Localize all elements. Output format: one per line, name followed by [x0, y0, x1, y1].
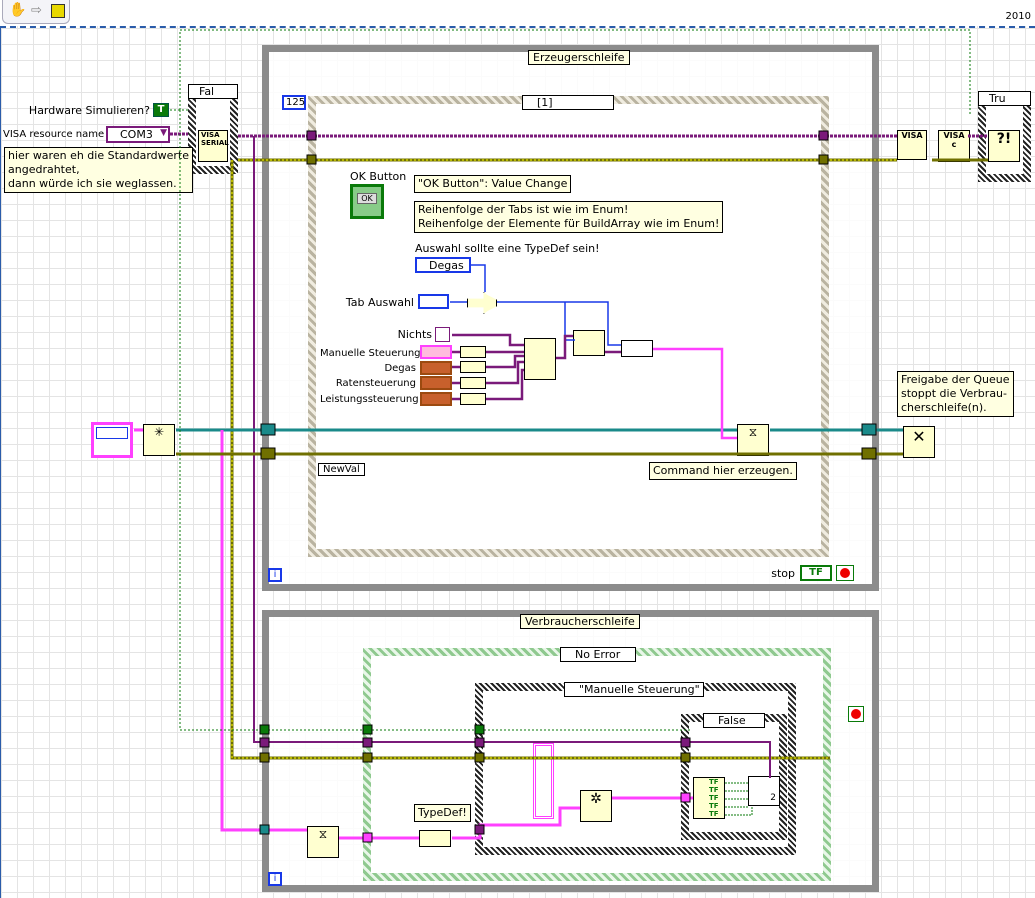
manuelle-label: Manuelle Steuerung: [320, 348, 421, 359]
leistung-terminal[interactable]: [420, 392, 452, 406]
tf: TF: [709, 802, 719, 810]
typedef-hint: Auswahl sollte eine TypeDef sein!: [415, 242, 600, 255]
stop-button-terminal[interactable]: TF: [800, 565, 832, 581]
error-dialog-node[interactable]: ?!: [988, 130, 1020, 162]
to-variant-node-4[interactable]: [460, 393, 486, 405]
toolbar-tab: ✋ ⇨: [2, 0, 70, 24]
degas-terminal[interactable]: [420, 361, 452, 375]
unbundle-node[interactable]: [419, 830, 451, 847]
comment-freigabe: Freigabe der Queue stoppt die Verbrau- c…: [897, 371, 1014, 417]
init-case-selector[interactable]: Fal: [188, 84, 238, 99]
toolbar: ✋ ⇨ 2010: [0, 0, 1035, 26]
nichts-terminal[interactable]: [435, 327, 450, 342]
producer-loop-label: Erzeugerschleife: [528, 50, 630, 65]
visa-configure-node[interactable]: VISA c: [938, 130, 970, 162]
close-case-selector[interactable]: Tru: [978, 91, 1031, 106]
comment-standardwerte: hier waren eh die Standardwerte angedrah…: [4, 147, 194, 193]
nichts-label: Nichts: [397, 328, 432, 341]
timeout-constant[interactable]: 125: [282, 95, 306, 110]
build-array-node[interactable]: [524, 338, 556, 380]
tf: TF: [709, 794, 719, 802]
hardware-simulieren-constant[interactable]: T: [153, 103, 169, 117]
event-structure[interactable]: [308, 96, 829, 557]
visa-close-node[interactable]: VISA: [897, 130, 927, 160]
hardware-simulieren-label: Hardware Simulieren?: [28, 104, 150, 117]
comment-command: Command hier erzeugen.: [649, 462, 797, 480]
stop-label: stop: [771, 567, 795, 580]
raten-label: Ratensteuerung: [335, 378, 416, 389]
obtain-queue-node[interactable]: ✳: [143, 424, 175, 456]
command-case-selector[interactable]: "Manuelle Steuerung": [564, 682, 704, 697]
leistung-label: Leistungssteuerung: [320, 394, 419, 405]
comment-typedef: TypeDef!: [414, 804, 471, 822]
version-label: 2010: [1005, 11, 1031, 22]
ok-button-face: OK: [357, 193, 377, 204]
arrow-icon[interactable]: ⇨: [31, 3, 42, 18]
device-vi-node[interactable]: 2: [748, 776, 780, 806]
manuelle-terminal[interactable]: [420, 345, 452, 359]
release-queue-node[interactable]: ✕: [903, 426, 935, 458]
ok-button-label: OK Button: [350, 170, 407, 183]
degas-label: Degas: [384, 363, 416, 374]
tab-auswahl-terminal[interactable]: [418, 294, 449, 309]
index-array-node[interactable]: [573, 330, 605, 356]
consumer-loop-label: Verbraucherschleife: [520, 614, 640, 629]
visa-resource-value: COM3: [120, 128, 153, 141]
auswahl-enum-value: Degas: [429, 259, 464, 272]
cluster-enum: [96, 427, 128, 439]
tab-auswahl-label: Tab Auswahl: [345, 296, 414, 309]
visa-resource-constant[interactable]: COM3 ▼: [106, 126, 170, 143]
enqueue-element-node[interactable]: ⧖: [737, 424, 769, 456]
to-variant-node-2[interactable]: [460, 361, 486, 373]
tf: TF: [709, 810, 719, 818]
iteration-terminal: i: [268, 568, 282, 582]
visa-resource-label: VISA resource name: [3, 129, 105, 140]
raten-terminal[interactable]: [420, 376, 452, 390]
set-values-node[interactable]: ✲: [580, 790, 612, 822]
auswahl-enum-constant[interactable]: Degas: [415, 257, 471, 273]
inner-case-selector[interactable]: False: [703, 713, 765, 728]
event-selector[interactable]: [1]: [522, 95, 614, 110]
to-variant-node-3[interactable]: [460, 377, 486, 389]
cluster-constant[interactable]: [533, 743, 554, 819]
visa-serial-node[interactable]: VISA SERIAL: [198, 130, 229, 162]
queue-cluster-constant[interactable]: [91, 422, 133, 458]
consumer-iteration-terminal: i: [268, 872, 282, 886]
tf: TF: [709, 786, 719, 794]
chevron-down-icon[interactable]: ▼: [160, 128, 167, 138]
comment-reihenfolge: Reihenfolge der Tabs ist wie im Enum! Re…: [414, 201, 724, 233]
bundle-node[interactable]: [621, 340, 653, 357]
newval-node: NewVal: [318, 463, 365, 476]
comment-event: "OK Button": Value Change: [414, 175, 572, 193]
to-variant-node-1[interactable]: [460, 346, 486, 358]
tf: TF: [709, 778, 719, 786]
ok-button-terminal[interactable]: OK: [350, 184, 384, 219]
error-case-selector[interactable]: No Error: [560, 647, 636, 662]
consumer-stop-condition[interactable]: [848, 706, 864, 722]
dequeue-element-node[interactable]: ⧖: [307, 826, 339, 858]
stop-condition[interactable]: [836, 565, 854, 581]
vi-icon[interactable]: [51, 4, 65, 18]
hand-icon[interactable]: ✋: [9, 2, 27, 18]
